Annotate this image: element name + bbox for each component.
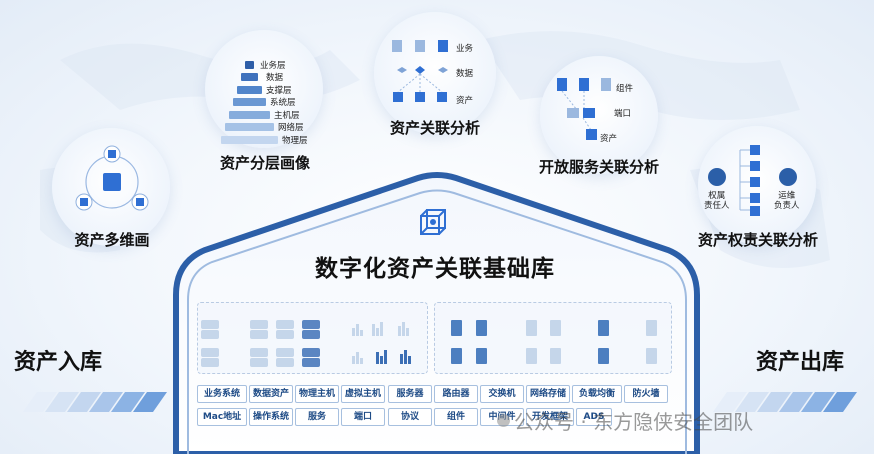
layer-bar-7 xyxy=(221,136,278,144)
multi-dimension-icon xyxy=(75,145,149,211)
host-icon xyxy=(646,320,657,336)
host-icon xyxy=(646,348,657,364)
server-icon xyxy=(201,320,219,329)
watermark-text: 公众号 · 东方隐侠安全团队 xyxy=(514,410,754,434)
storage-icon xyxy=(376,348,387,364)
layer-bar-4 xyxy=(233,98,266,106)
asset-tag: 业务系统 xyxy=(197,385,247,403)
host-icon xyxy=(451,348,462,364)
asset-tag: 物理主机 xyxy=(295,385,339,403)
server-icon xyxy=(276,348,294,357)
asset-tag: 协议 xyxy=(388,408,432,426)
server-icon xyxy=(201,358,219,367)
layer-label-4: 系统层 xyxy=(270,98,296,108)
bubble-relation-title: 资产关联分析 xyxy=(389,119,480,137)
host-icon xyxy=(550,320,561,336)
server-icon xyxy=(302,358,320,367)
host-icon xyxy=(526,348,537,364)
rights-owner-label: 权属 责任人 xyxy=(704,191,730,211)
service-label-asset: 资产 xyxy=(600,134,618,144)
host-icon xyxy=(451,320,462,336)
server-icon xyxy=(201,330,219,339)
bubble-multi-dimension-title: 资产多维画 xyxy=(74,231,150,249)
layer-bar-2 xyxy=(241,73,258,81)
service-graph-icon xyxy=(557,78,611,140)
host-icon xyxy=(550,348,561,364)
asset-tag: 数据资产 xyxy=(249,385,293,403)
asset-tag: 交换机 xyxy=(480,385,524,403)
host-icon xyxy=(598,348,609,364)
server-icon xyxy=(302,348,320,357)
asset-inbound-label: 资产入库 xyxy=(14,350,103,375)
server-icon xyxy=(276,330,294,339)
storage-icon xyxy=(352,320,363,336)
asset-tag: 负载均衡 xyxy=(572,385,622,403)
layer-label-2: 数据 xyxy=(266,73,284,83)
asset-tag: 防火墙 xyxy=(624,385,668,403)
asset-tag: 操作系统 xyxy=(249,408,293,426)
service-label-port: 端口 xyxy=(614,109,632,119)
rights-ops-label: 运维 负责人 xyxy=(774,191,800,211)
layer-label-6: 网络层 xyxy=(278,123,304,133)
owner-person-icon xyxy=(708,168,726,186)
server-icon xyxy=(302,330,320,339)
asset-tag: 网络存储 xyxy=(526,385,570,403)
asset-tag: 开发框架 xyxy=(526,408,574,426)
bubble-layered-title: 资产分层画像 xyxy=(219,154,310,172)
storage-icon xyxy=(372,320,383,336)
host-icon xyxy=(598,320,609,336)
asset-outbound-label: 资产出库 xyxy=(756,350,845,375)
storage-icon xyxy=(398,320,409,336)
bubble-relation xyxy=(374,12,496,134)
layer-label-5: 主机层 xyxy=(274,111,300,121)
layer-bar-1 xyxy=(245,61,254,69)
asset-tag: ADS xyxy=(576,408,612,426)
layer-label-7: 物理层 xyxy=(282,136,308,146)
ops-person-icon xyxy=(779,168,797,186)
relation-label-asset: 资产 xyxy=(456,96,474,106)
server-icon xyxy=(201,348,219,357)
asset-tag: 端口 xyxy=(341,408,385,426)
bubble-service xyxy=(540,56,658,174)
relation-label-business: 业务 xyxy=(456,44,474,54)
relation-label-data: 数据 xyxy=(456,69,474,79)
layer-bar-5 xyxy=(229,111,270,119)
layer-bar-3 xyxy=(237,86,262,94)
bubble-service-title: 开放服务关联分析 xyxy=(538,158,659,176)
asset-tag: 服务 xyxy=(295,408,339,426)
asset-tag: 组件 xyxy=(434,408,478,426)
layer-label-1: 业务层 xyxy=(260,61,286,71)
server-icon xyxy=(276,320,294,329)
storage-icon xyxy=(352,348,363,364)
layer-bar-6 xyxy=(225,123,274,131)
host-icon xyxy=(526,320,537,336)
relation-graph-icon xyxy=(392,40,448,102)
asset-tag: 路由器 xyxy=(434,385,478,403)
network-cube-icon xyxy=(420,209,446,235)
host-icon xyxy=(476,348,487,364)
rights-graph-icon xyxy=(739,145,760,216)
inbound-arrows xyxy=(22,392,168,412)
host-icon xyxy=(476,320,487,336)
layer-label-3: 支撑层 xyxy=(266,86,292,96)
server-icon xyxy=(250,320,268,329)
service-label-component: 组件 xyxy=(616,84,634,94)
storage-icon xyxy=(400,348,411,364)
asset-tag: Mac地址 xyxy=(197,408,247,426)
bubble-rights-title: 资产权责关联分析 xyxy=(697,231,818,249)
wechat-logo-icon xyxy=(497,414,510,427)
server-icon xyxy=(250,330,268,339)
main-title: 数字化资产关联基础库 xyxy=(315,256,555,282)
server-icon xyxy=(250,348,268,357)
server-icon xyxy=(250,358,268,367)
server-icon xyxy=(302,320,320,329)
server-icon xyxy=(276,358,294,367)
asset-tag: 虚拟主机 xyxy=(341,385,385,403)
asset-tag: 服务器 xyxy=(388,385,432,403)
